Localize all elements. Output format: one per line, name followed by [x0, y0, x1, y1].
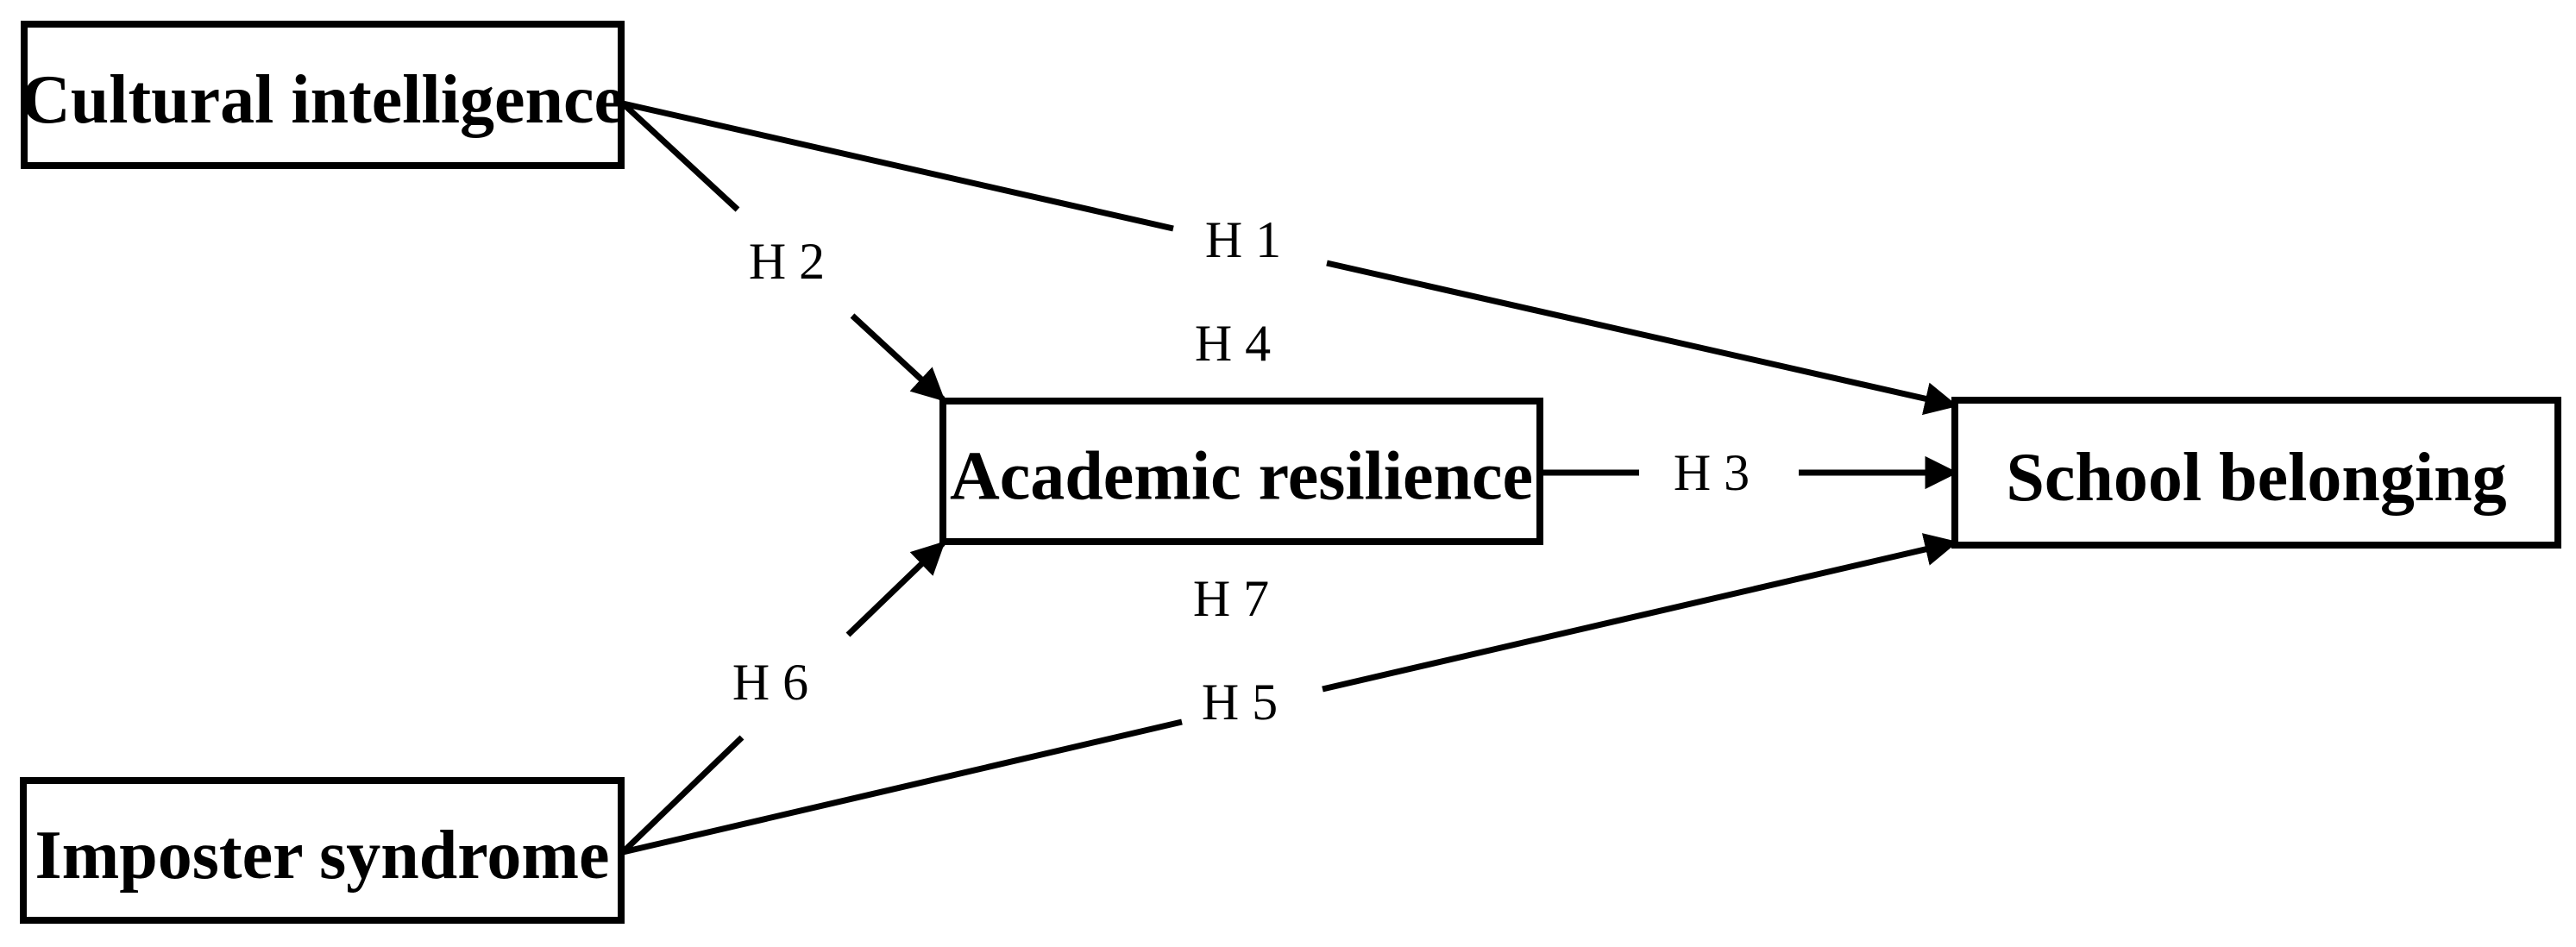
floating-label-h7: H 7 [1193, 570, 1269, 627]
node-imposter-syndrome-label: Imposter syndrome [35, 818, 610, 894]
node-academic-resilience-box [939, 398, 1543, 545]
edge-h5-line-segment [1322, 533, 1958, 693]
edge-h6-line-segment [620, 735, 745, 855]
edge-h2-label: H 2 [749, 233, 825, 290]
edge-h1-line-segment [622, 100, 1174, 232]
edge-h1-line-segment [1326, 260, 1958, 416]
node-cultural-intelligence-box [21, 21, 625, 169]
edges-layer [620, 100, 1958, 856]
edge-h1-label: H 1 [1205, 211, 1281, 268]
node-academic-resilience-label: Academic resilience [950, 439, 1533, 515]
edge-h3-label: H 3 [1674, 444, 1750, 501]
edge-h5-line-segment [622, 718, 1183, 856]
labels-layer: H 1 H 2 H 3 H 5 H 6 H 4 H 7 [732, 211, 1750, 731]
edge-h2-line-segment [850, 313, 946, 402]
edge-h6-label: H 6 [732, 654, 808, 711]
edge-h6-line-segment [845, 541, 946, 637]
edge-h2-line-segment [620, 101, 740, 212]
floating-label-h4: H 4 [1195, 315, 1271, 372]
node-school-belonging-label: School belonging [2006, 440, 2506, 516]
node-imposter-syndrome-box [20, 777, 625, 924]
edge-h5-label: H 5 [1202, 674, 1278, 731]
node-school-belonging-box [1951, 397, 2561, 549]
node-cultural-intelligence-label: Cultural intelligence [21, 62, 625, 138]
